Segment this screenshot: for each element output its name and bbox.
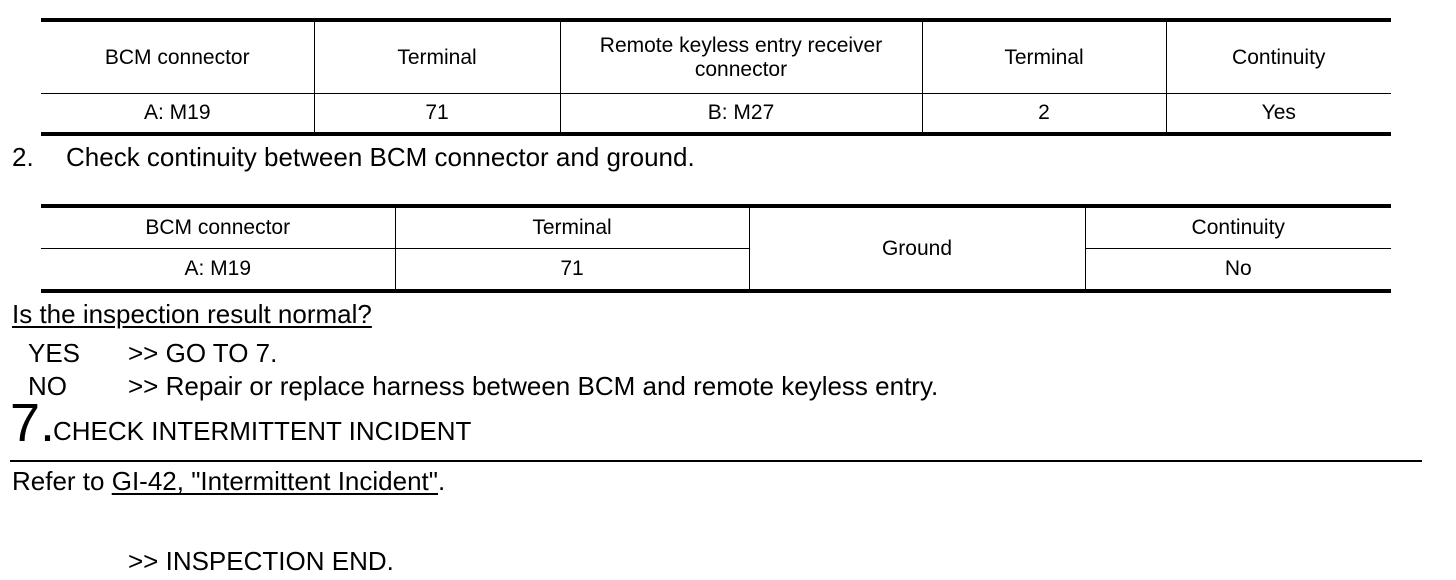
table-row: A: M19 71 No — [41, 248, 1391, 293]
inspection-end: >> INSPECTION END. — [128, 546, 394, 576]
cell-bcm-connector: A: M19 — [41, 93, 315, 136]
cell-terminal: 71 — [313, 93, 561, 136]
no-label: NO — [28, 371, 67, 401]
cell-terminal: 2 — [921, 93, 1167, 136]
header-receiver-connector: Remote keyless entry receiver connector — [559, 18, 923, 94]
inspection-question: Is the inspection result normal? — [12, 299, 372, 329]
section-number: 7. — [10, 393, 56, 453]
header-bcm-connector: BCM connector — [41, 18, 315, 94]
cell-continuity: No — [1084, 248, 1391, 293]
step-instruction: Check continuity between BCM connector a… — [66, 142, 695, 172]
header-continuity: Continuity — [1165, 18, 1391, 94]
cell-ground: Ground — [748, 204, 1086, 293]
header-continuity: Continuity — [1084, 204, 1391, 249]
continuity-table-ground: BCM connector Terminal Ground Continuity… — [41, 204, 1391, 293]
table-header-row: BCM connector Terminal Remote keyless en… — [41, 18, 1391, 94]
table-row: A: M19 71 B: M27 2 Yes — [41, 93, 1391, 136]
yes-label: YES — [28, 338, 81, 368]
section-title: CHECK INTERMITTENT INCIDENT — [53, 416, 472, 446]
header-terminal: Terminal — [313, 18, 561, 94]
continuity-table-receiver: BCM connector Terminal Remote keyless en… — [41, 18, 1391, 136]
header-terminal: Terminal — [394, 204, 750, 249]
table-header-row: BCM connector Terminal Ground Continuity — [41, 204, 1391, 293]
no-action: >> Repair or replace harness between BCM… — [128, 371, 939, 401]
cell-receiver-connector: B: M27 — [559, 93, 923, 136]
cell-bcm-connector: A: M19 — [41, 248, 396, 293]
header-terminal: Terminal — [921, 18, 1167, 94]
reference-line: Refer to GI-42, "Intermittent Incident". — [12, 466, 445, 496]
section-divider — [10, 460, 1422, 462]
cell-continuity: Yes — [1165, 93, 1391, 136]
cell-terminal: 71 — [394, 248, 750, 293]
reference-link[interactable]: GI-42, "Intermittent Incident" — [111, 466, 438, 496]
yes-action: >> GO TO 7. — [128, 338, 278, 368]
reference-prefix: Refer to — [12, 466, 112, 496]
header-bcm-connector: BCM connector — [41, 204, 396, 249]
step-number: 2. — [12, 142, 34, 172]
reference-suffix: . — [438, 466, 446, 496]
